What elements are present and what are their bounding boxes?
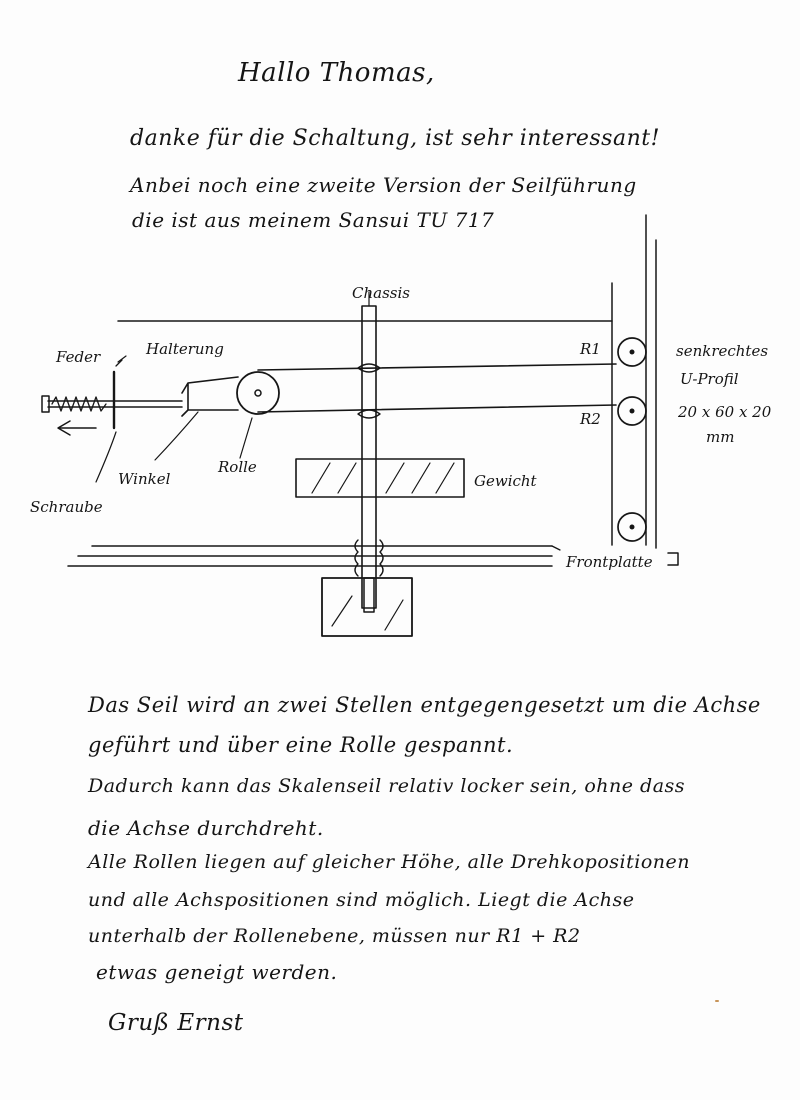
label-r2: R2 [580,410,601,428]
intro-line-3: die ist aus meinem Sansui TU 717 [132,208,495,232]
pulley-r2 [617,396,647,426]
axle-shaft [361,305,377,609]
label-winkel: Winkel [118,470,171,488]
cable-upper [257,363,617,371]
axle-end [363,577,375,613]
label-u-profil-4: mm [706,428,735,446]
signature: Gruß Ernst [108,1010,244,1036]
body-line-2: geführt und über eine Rolle gespannt. [88,733,514,757]
tension-pulley-hub [254,389,262,397]
label-rolle: Rolle [218,458,257,476]
body-line-6: und alle Achspositionen sind möglich. Li… [88,889,635,911]
body-line-4: die Achse durchdreht. [88,816,324,840]
leader-winkel [154,411,199,461]
spring [51,396,107,412]
intro-line-1: danke für die Schaltung, ist sehr intere… [130,126,660,151]
body-line-5: Alle Rollen liegen auf gleicher Höhe, al… [88,851,690,873]
label-halterung: Halterung [146,340,224,358]
label-u-profil-1: senkrechtes [676,342,769,360]
cable-wrap-lower [357,409,381,419]
body-line-3: Dadurch kann das Skalenseil relativ lock… [88,775,686,797]
leader-schraube [95,431,117,483]
pulley-r2-hub [629,408,635,414]
label-feder: Feder [56,348,101,366]
u-profile-bracket [667,552,679,566]
pull-arrow-head [57,420,71,436]
tension-pulley [236,371,280,415]
cable-lower [257,404,617,413]
body-line-7: unterhalb der Rollenebene, müssen nur R1… [88,925,581,947]
label-u-profil-2: U-Profil [680,370,739,388]
salutation: Hallo Thomas, [238,58,435,88]
paper-speck [715,1000,719,1002]
intro-line-2: Anbei noch eine zweite Version der Seilf… [130,173,637,197]
leader-halterung [117,355,127,363]
leader-rolle [239,417,253,459]
label-schraube: Schraube [30,498,103,516]
body-line-1: Das Seil wird an zwei Stellen entgegenge… [88,693,761,717]
label-chassis: Chassis [352,284,410,302]
weight-block [295,458,465,498]
bushing-right [379,539,384,577]
angle-bracket [181,376,239,417]
screw-head [41,395,50,413]
pulley-bottom [617,512,647,542]
pulley-bottom-hub [629,524,635,530]
label-u-profil-3: 20 x 60 x 20 [678,403,772,421]
bushing-left [354,539,359,577]
pulley-r1 [617,337,647,367]
cable-routing-sketch [41,214,679,637]
mount-plate-tick [115,359,123,367]
label-r1: R1 [580,340,601,358]
body-line-8: etwas geneigt werden. [96,960,338,984]
pulley-r1-hub [629,349,635,355]
label-frontplatte: Frontplatte [566,553,653,571]
label-gewicht: Gewicht [474,472,537,490]
